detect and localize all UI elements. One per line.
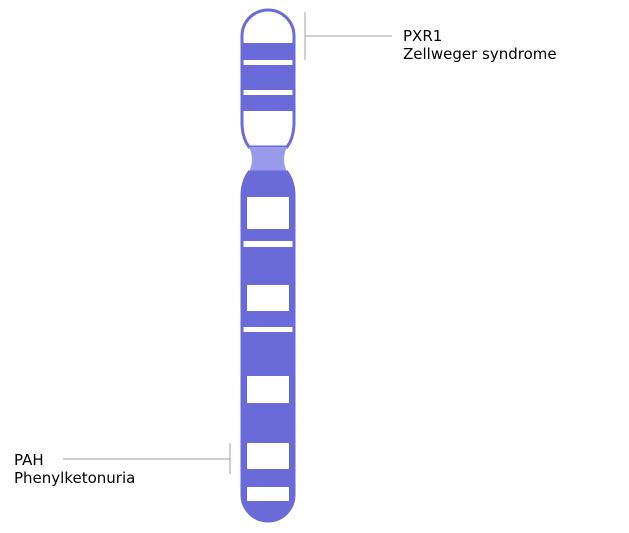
chromosome-q-arm [240, 168, 296, 526]
gene-label-pxr1: PXR1 [403, 27, 557, 45]
q-arm-light-band [247, 285, 289, 311]
q-arm-light-line [240, 327, 296, 332]
p-arm-light-line [240, 90, 296, 95]
annotation-pah: PAH Phenylketonuria [14, 451, 135, 487]
q-arm-light-band [247, 376, 289, 403]
disorder-label-phenylketonuria: Phenylketonuria [14, 469, 135, 487]
p-arm-light-line [240, 60, 296, 65]
annotation-pxr1-leader [305, 12, 392, 60]
p-arm-dark-band [240, 43, 296, 111]
annotation-pxr1: PXR1 Zellweger syndrome [403, 27, 557, 63]
q-arm-light-band [247, 487, 289, 501]
disorder-label-zellweger: Zellweger syndrome [403, 45, 557, 63]
centromere [249, 147, 287, 172]
q-arm-light-band [247, 443, 289, 469]
chromosome-p-arm [240, 8, 296, 150]
gene-label-pah: PAH [14, 451, 135, 469]
q-arm-light-line [240, 241, 296, 247]
q-arm-light-band [247, 197, 289, 229]
